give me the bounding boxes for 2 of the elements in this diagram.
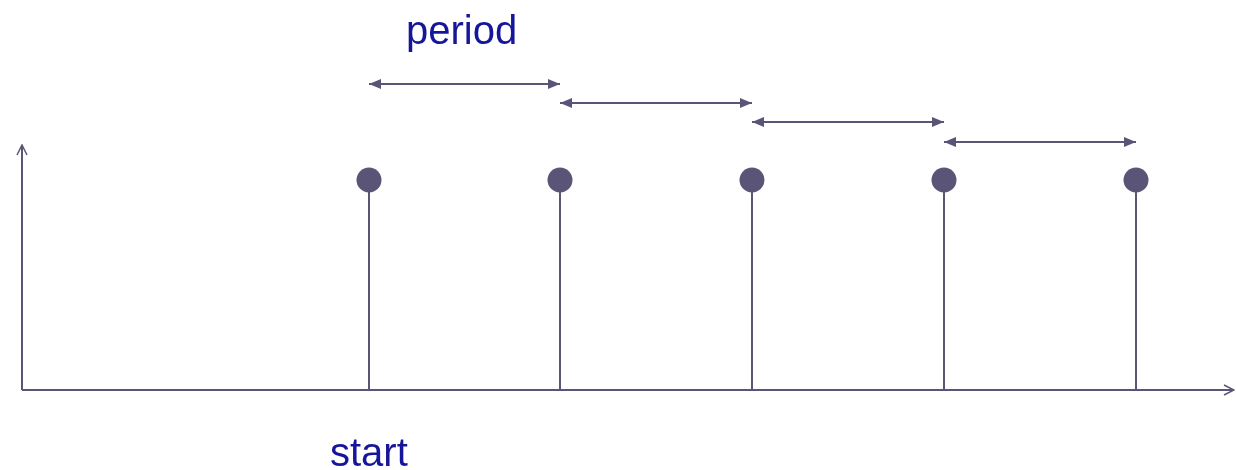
period-label: period xyxy=(406,10,518,50)
axis-label: start xyxy=(330,432,408,470)
